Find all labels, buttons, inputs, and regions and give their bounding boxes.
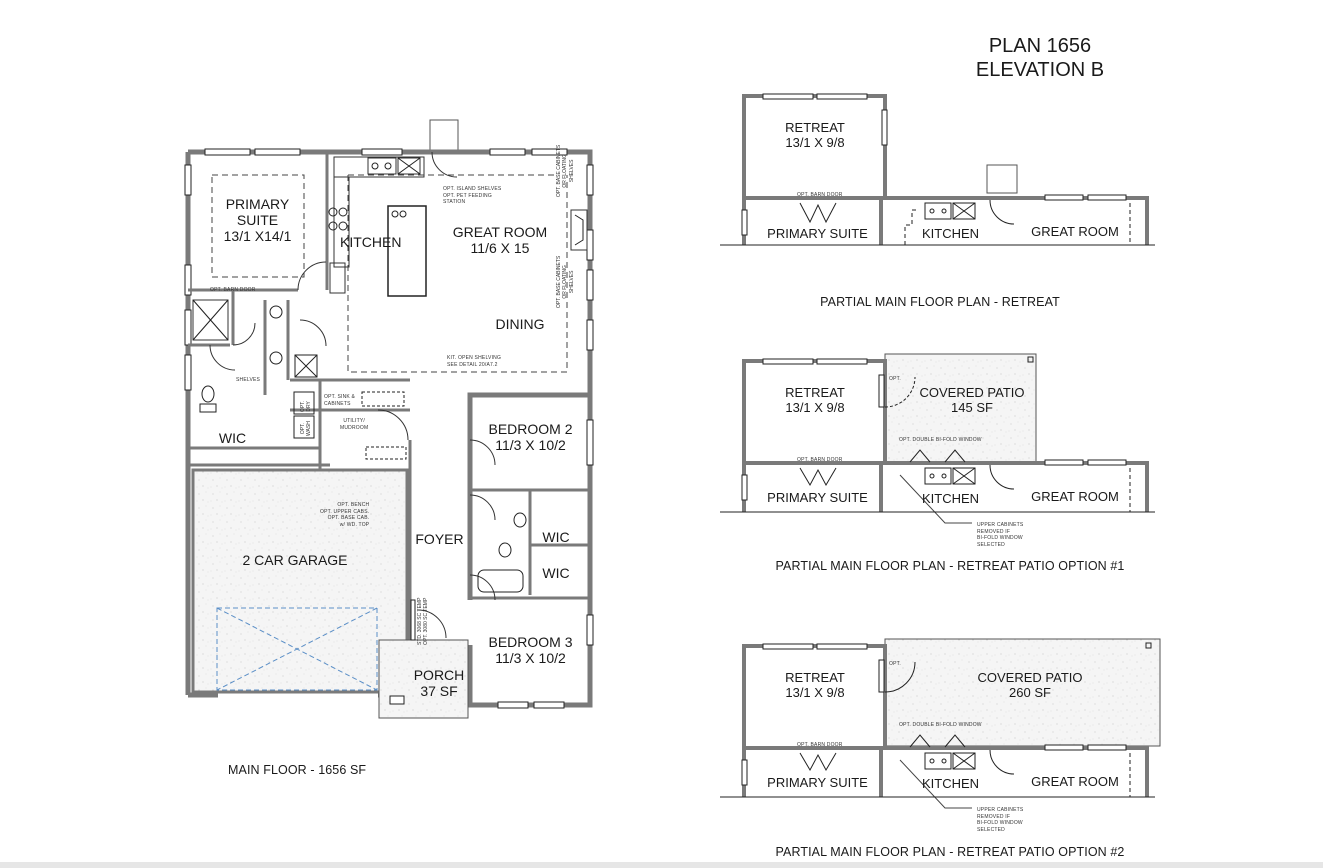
partial-plan-option-2 (720, 638, 1161, 809)
note-base-cabinets-top: OPT. BASE CABINETS OR FLOATING SHELVES (556, 144, 575, 197)
partial2-note-bifold: OPT. DOUBLE BI-FOLD WINDOW (899, 437, 982, 443)
main-floor-caption: MAIN FLOOR - 1656 SF (228, 763, 367, 777)
note-opt-wash: OPT. WASH (300, 421, 313, 436)
partial2-note-upper-cabinets: UPPER CABINETS REMOVED IF BI-FOLD WINDOW… (977, 522, 1024, 548)
partial2-room-kitchen: KITCHEN (921, 491, 980, 506)
room-porch: PORCH 37 SF (413, 667, 465, 700)
partial2-room-retreat: RETREAT 13/1 X 9/8 (785, 385, 845, 415)
room-wic-bedroom-3: WIC (542, 565, 570, 581)
note-opt-dry: OPT. DRY (300, 400, 313, 412)
partial3-room-covered-patio: COVERED PATIO 260 SF (977, 670, 1083, 700)
partial1-note-barn-door: OPT. BARN DOOR (797, 192, 843, 198)
partial3-room-primary-suite: PRIMARY SUITE (767, 775, 868, 790)
partial-plan-option-1 (720, 353, 1155, 524)
note-barn-door: OPT. BARN DOOR (210, 287, 256, 293)
elevation-label: ELEVATION B (975, 59, 1105, 81)
room-bedroom-3: BEDROOM 3 11/3 X 10/2 (488, 634, 573, 667)
partial3-room-retreat: RETREAT 13/1 X 9/8 (785, 670, 845, 700)
partial2-note-barn-door: OPT. BARN DOOR (797, 457, 843, 463)
partial3-note-opt-door: OPT. (889, 661, 901, 667)
note-sink-cabinets: OPT. SINK & CABINETS (324, 394, 356, 407)
plan-number: PLAN 1656 (988, 35, 1092, 57)
partial3-caption: PARTIAL MAIN FLOOR PLAN - RETREAT PATIO … (775, 845, 1125, 859)
room-foyer: FOYER (415, 531, 464, 547)
room-garage: 2 CAR GARAGE (242, 552, 348, 568)
partial-plan-retreat (720, 93, 1155, 246)
partial1-room-primary-suite: PRIMARY SUITE (767, 226, 868, 241)
partial3-note-barn-door: OPT. BARN DOOR (797, 742, 843, 748)
note-front-door: STD. 3068 SC TEMP OPT. 3080 SC TEMP (417, 597, 430, 645)
bottom-edge-band (0, 862, 1323, 868)
room-bedroom-2: BEDROOM 2 11/3 X 10/2 (488, 421, 573, 454)
room-kitchen: KITCHEN (340, 234, 402, 250)
partial3-note-bifold: OPT. DOUBLE BI-FOLD WINDOW (899, 722, 982, 728)
partial3-room-kitchen: KITCHEN (921, 776, 980, 791)
note-shelves: SHELVES (236, 377, 261, 383)
partial1-room-retreat: RETREAT 13/1 X 9/8 (785, 120, 845, 150)
partial2-room-primary-suite: PRIMARY SUITE (767, 490, 868, 505)
partial2-room-covered-patio: COVERED PATIO 145 SF (919, 385, 1025, 415)
partial3-note-upper-cabinets: UPPER CABINETS REMOVED IF BI-FOLD WINDOW… (977, 807, 1024, 833)
partial1-room-kitchen: KITCHEN (921, 226, 980, 241)
partial1-room-great-room: GREAT ROOM (1031, 224, 1119, 239)
partial1-caption: PARTIAL MAIN FLOOR PLAN - RETREAT (820, 295, 1060, 309)
note-utility-mudroom: UTILITY/ MUDROOM (340, 418, 369, 431)
room-wic-bedroom-2: WIC (542, 529, 570, 545)
room-dining: DINING (495, 316, 545, 332)
plan-title: PLAN 1656 ELEVATION B (960, 34, 1120, 82)
note-open-shelving: KIT. OPEN SHELVING SEE DETAIL 20/A7.2 (447, 355, 502, 368)
room-wic-primary: WIC (218, 430, 247, 446)
partial2-room-great-room: GREAT ROOM (1031, 489, 1119, 504)
room-primary-suite: PRIMARY SUITE 13/1 X14/1 (223, 196, 292, 245)
note-bench: OPT. BENCH OPT. UPPER CABS. OPT. BASE CA… (320, 502, 370, 528)
partial2-note-opt-door: OPT. (889, 376, 901, 382)
note-base-cabinets-bottom: OPT. BASE CABINETS OR FLOATING SHELVES (556, 255, 575, 308)
main-floor-plan (184, 119, 594, 719)
note-island-shelves: OPT. ISLAND SHELVES OPT. PET FEEDING STA… (443, 186, 502, 205)
partial2-caption: PARTIAL MAIN FLOOR PLAN - RETREAT PATIO … (775, 559, 1125, 573)
partial3-room-great-room: GREAT ROOM (1031, 774, 1119, 789)
room-great-room: GREAT ROOM 11/6 X 15 (452, 224, 548, 257)
